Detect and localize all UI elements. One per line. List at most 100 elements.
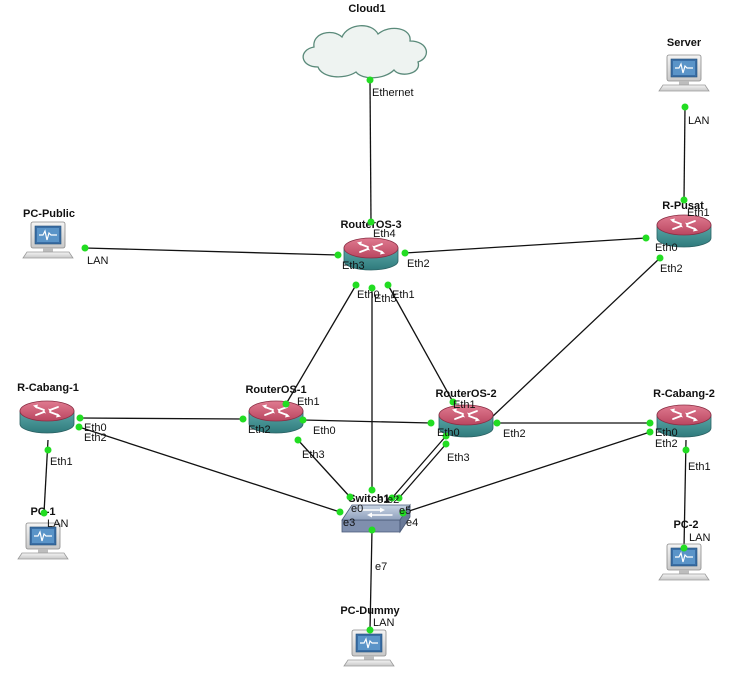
port-dot [681, 103, 689, 111]
link-routeros3-routeros2[interactable] [387, 284, 454, 403]
port-dots [40, 76, 690, 634]
r-pusat-name: R-Pusat [662, 200, 704, 212]
r-cabang1-name: R-Cabang-1 [17, 382, 79, 394]
routeros1-name: RouterOS-1 [245, 384, 306, 396]
port-dot [366, 76, 374, 84]
port-dot [294, 436, 302, 444]
port-label: Eth1 [297, 396, 320, 408]
port-dot [76, 414, 84, 422]
link-server-rpusat[interactable] [683, 106, 686, 201]
link-routeros2-switch1-b[interactable] [398, 443, 447, 499]
port-label: LAN [689, 532, 710, 544]
port-label: Eth0 [437, 427, 460, 439]
port-dot [336, 508, 344, 516]
port-label: LAN [373, 617, 394, 629]
port-label: e3 [343, 517, 355, 529]
port-dot [75, 423, 83, 431]
computer-icon [22, 221, 74, 259]
switch1-node[interactable]: Switch1 [341, 493, 411, 534]
port-label: Eth2 [660, 263, 683, 275]
port-dot [368, 526, 376, 534]
r-cabang1-node[interactable] [19, 400, 75, 434]
cloud1-name: Cloud1 [348, 3, 385, 15]
port-label: Eth5 [374, 293, 397, 305]
port-dot [395, 494, 403, 502]
server-name: Server [667, 37, 702, 49]
port-label: Eth2 [84, 432, 107, 444]
port-dot [384, 281, 392, 289]
port-label: Eth2 [655, 438, 678, 450]
pc-dummy-node[interactable] [343, 629, 395, 667]
pc-public-node[interactable] [22, 221, 74, 259]
port-label: Eth1 [392, 289, 415, 301]
port-label: LAN [688, 115, 709, 127]
link-rcabang2-switch1[interactable] [402, 431, 651, 514]
port-dot [493, 419, 501, 427]
link-switch1-pcdummy[interactable] [369, 529, 373, 631]
link-pcpublic-routeros3[interactable] [84, 247, 339, 256]
port-label: Ethernet [372, 87, 414, 99]
link-rcabang2-pc2[interactable] [683, 439, 687, 549]
link-cloud-routeros3[interactable] [369, 79, 372, 223]
port-label: e4 [406, 517, 418, 529]
pc2-name: PC-2 [673, 519, 698, 531]
port-label: Eth3 [342, 260, 365, 272]
link-rcabang1-switch1[interactable] [78, 426, 341, 513]
routeros2-name: RouterOS-2 [435, 388, 496, 400]
port-label: Eth1 [50, 456, 73, 468]
port-label: Eth3 [302, 449, 325, 461]
port-dot [680, 196, 688, 204]
port-dot [656, 254, 664, 262]
port-dot [646, 419, 654, 427]
port-dot [346, 493, 354, 501]
port-label: Eth0 [84, 422, 107, 434]
port-label: Eth1 [688, 461, 711, 473]
port-dot [282, 400, 290, 408]
port-dot [682, 446, 690, 454]
port-dot [642, 234, 650, 242]
router-icon [19, 400, 75, 434]
cloud1-node[interactable]: Cloud1 [302, 3, 428, 79]
port-label: e5 [399, 505, 411, 517]
port-dot [427, 419, 435, 427]
port-labels: Ethernet LAN Eth1 Eth0 Eth2 LAN Eth4 Eth… [47, 87, 711, 629]
port-label: Eth1 [687, 207, 710, 219]
port-label: Eth3 [447, 452, 470, 464]
port-dot [442, 440, 450, 448]
pc-public-name: PC-Public [23, 208, 75, 220]
link-rpusat-routeros2[interactable] [491, 257, 661, 418]
server-node[interactable] [658, 54, 710, 92]
port-dot [646, 428, 654, 436]
port-dot [239, 415, 247, 423]
port-label: LAN [87, 255, 108, 267]
link-routeros1-switch1[interactable] [297, 439, 351, 498]
r-cabang2-name: R-Cabang-2 [653, 388, 715, 400]
port-dot [401, 249, 409, 257]
port-label: Eth4 [373, 228, 396, 240]
port-label: e7 [375, 561, 387, 573]
port-dot [44, 446, 52, 454]
pc-dummy-name: PC-Dummy [340, 605, 400, 617]
switch-icon [341, 503, 411, 534]
link-routeros3-routeros1[interactable] [285, 284, 357, 405]
link-routeros1-routeros2[interactable] [302, 419, 432, 424]
port-label: e0 [351, 503, 363, 515]
computer-icon [658, 54, 710, 92]
port-dot [40, 509, 48, 517]
port-dot [368, 486, 376, 494]
port-dot [388, 494, 396, 502]
port-label: Eth0 [313, 425, 336, 437]
link-rcabang1-routeros1[interactable] [79, 417, 244, 420]
port-dot [367, 218, 375, 226]
link-routeros3-rpusat[interactable] [404, 237, 647, 254]
cloud-icon [302, 25, 428, 79]
port-label: Eth0 [357, 289, 380, 301]
port-dot [366, 626, 374, 634]
port-dot [442, 432, 450, 440]
computer-icon [343, 629, 395, 667]
switch1-name: Switch1 [348, 493, 390, 505]
port-label: LAN [47, 518, 68, 530]
port-label: Eth2 [407, 258, 430, 270]
port-dot [81, 244, 89, 252]
link-routeros2-switch1-a[interactable] [391, 435, 447, 499]
